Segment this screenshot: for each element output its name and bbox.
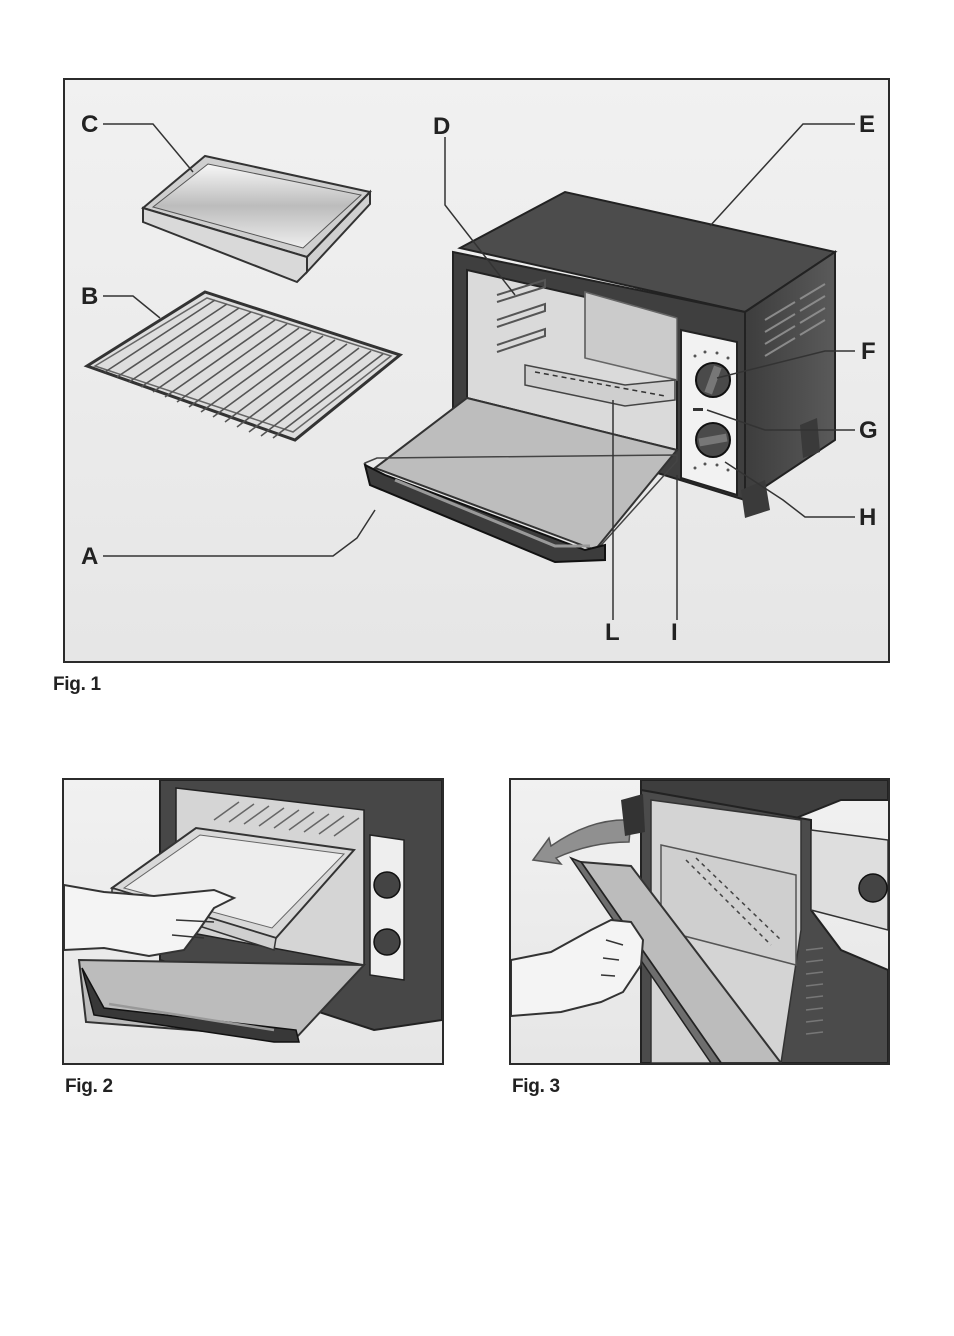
figure-2-caption: Fig. 2 [65, 1076, 113, 1098]
label-d: D [433, 113, 450, 140]
figure-2-drawing [64, 780, 442, 1063]
figure-1-caption: Fig. 1 [53, 674, 101, 696]
figure-2-panel [62, 778, 444, 1065]
label-g: G [859, 417, 878, 444]
label-f: F [861, 338, 876, 365]
label-b: B [81, 283, 98, 310]
wire-rack [87, 292, 400, 440]
label-l: L [605, 619, 620, 646]
label-a: A [81, 543, 98, 570]
label-c: C [81, 111, 98, 138]
label-i: I [671, 619, 678, 646]
arrow-icon [533, 820, 631, 864]
figure-3-drawing [511, 780, 888, 1063]
label-e: E [859, 111, 875, 138]
figure-3-caption: Fig. 3 [512, 1076, 560, 1098]
label-h: H [859, 504, 876, 531]
baking-tray [143, 156, 370, 282]
figure-3-panel [509, 778, 890, 1065]
oven [365, 192, 835, 562]
figure-1-panel: C B A D E F G H L I [63, 78, 890, 663]
figure-1-drawing: C B A D E F G H L I [65, 80, 888, 661]
